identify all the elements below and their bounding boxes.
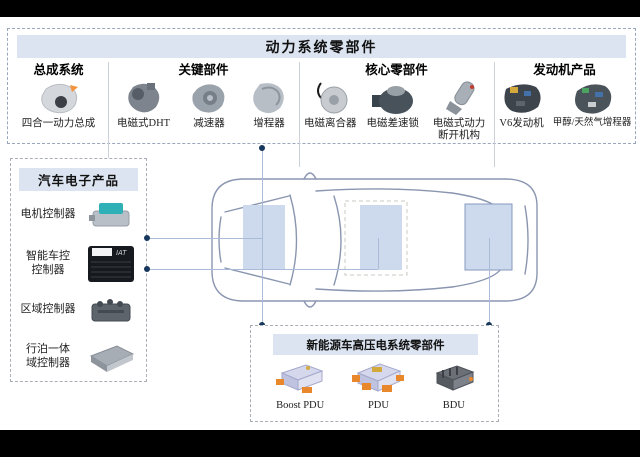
category-title: 核心零部件 (365, 63, 428, 77)
v6-engine-image (498, 79, 546, 117)
connector-line-sidebar-1 (147, 238, 262, 239)
product-cell: PDU (350, 359, 406, 412)
connector-line-sidebar-2 (147, 269, 378, 270)
connector-line-rear-to-bottom (489, 238, 490, 325)
product-cell: 增程器 (248, 79, 290, 130)
powertrain-panel: 动力系统零部件 总成系统 四合一动力总成 (7, 28, 636, 167)
product-cell: 甲醇/天然气增程器 (552, 79, 632, 129)
letterbox-top (0, 0, 640, 17)
category-title: 发动机产品 (533, 63, 596, 77)
electronics-item: 电机控制器 (17, 196, 142, 234)
product-caption: 减速器 (193, 118, 225, 129)
item-label: 智能车控 控制器 (26, 250, 70, 276)
clutch-image (309, 79, 351, 117)
middle-dashed-zone (344, 200, 408, 276)
electronics-item: 区域控制器 (17, 291, 142, 329)
connector-line-middle-zone (378, 238, 379, 269)
category-key-components: 关键部件 电磁式DHT (108, 62, 299, 142)
diff-lock-image (370, 79, 416, 117)
column-divider (494, 62, 495, 167)
product-caption: PDU (367, 400, 389, 411)
connector-dot (259, 145, 265, 151)
methanol-engine-image (568, 79, 616, 117)
product-caption: 电磁式DHT (116, 118, 171, 129)
front-highlight-zone (243, 205, 285, 270)
category-title: 关键部件 (178, 63, 229, 77)
category-core-components: 核心零部件 电磁离合器 (299, 62, 494, 142)
disconnect-mechanism-image (436, 79, 482, 117)
electronics-panel-title: 汽车电子产品 (19, 168, 138, 191)
connector-line-top-to-bottom (262, 148, 263, 325)
hv-system-panel: 新能源车高压电系统零部件 Boost PDU (250, 325, 499, 422)
bdu-image (429, 359, 479, 399)
rear-highlight-zone (464, 203, 513, 271)
product-caption: 四合一动力总成 (21, 118, 96, 129)
boost-pdu-image (272, 359, 328, 399)
column-divider (108, 62, 109, 167)
driving-parking-controller-image (79, 338, 142, 376)
product-cell: 电磁式动力 断开机构 (429, 79, 489, 143)
product-cell: V6发动机 (498, 79, 546, 130)
column-divider (299, 62, 300, 167)
connector-dot (144, 235, 150, 241)
category-assembly-system: 总成系统 四合一动力总成 (10, 62, 107, 142)
item-label: 行泊一体 域控制器 (26, 343, 70, 369)
product-caption: Boost PDU (276, 400, 325, 411)
electronics-item: 行泊一体 域控制器 (17, 337, 142, 377)
product-cell: 电磁离合器 (304, 79, 357, 130)
smart-vehicle-controller-image: IAT (79, 240, 142, 288)
product-cell: 四合一动力总成 (21, 79, 96, 130)
product-cell: BDU (429, 359, 479, 412)
reducer-image (188, 79, 230, 117)
product-caption: V6发动机 (499, 118, 544, 129)
product-caption: 电磁式动力 断开机构 (432, 118, 486, 142)
hv-system-panel-title: 新能源车高压电系统零部件 (273, 334, 478, 355)
product-cell: 电磁差速锁 (366, 79, 420, 130)
pdu-image (350, 359, 406, 399)
product-caption: 甲醇/天然气增程器 (552, 118, 632, 128)
product-cell: Boost PDU (272, 359, 328, 412)
motor-controller-image (79, 197, 142, 233)
product-cell: 减速器 (188, 79, 230, 130)
product-caption: BDU (442, 400, 465, 411)
letterbox-bottom (0, 430, 640, 457)
four-in-one-powertrain-image (34, 79, 84, 117)
iat-logo-text: IAT (116, 250, 127, 257)
middle-highlight-zone (360, 205, 402, 270)
product-caption: 增程器 (253, 118, 285, 129)
electronics-item: 智能车控 控制器 IAT (17, 239, 142, 289)
category-title: 总成系统 (33, 63, 84, 77)
powertrain-panel-title: 动力系统零部件 (17, 35, 626, 58)
product-cell: 电磁式DHT (117, 79, 170, 130)
dht-image (123, 79, 165, 117)
item-label: 区域控制器 (20, 303, 76, 316)
item-label: 电机控制器 (20, 208, 76, 221)
electronics-panel: 汽车电子产品 电机控制器 智能车控 控制器 IAT (10, 158, 147, 382)
zone-controller-image (79, 292, 142, 328)
range-extender-image (248, 79, 290, 117)
product-caption: 电磁差速锁 (366, 118, 420, 129)
connector-dot (144, 266, 150, 272)
product-caption: 电磁离合器 (304, 118, 357, 129)
category-engine-products: 发动机产品 V6发动机 (494, 62, 635, 142)
car-top-view-drawing (211, 172, 538, 308)
